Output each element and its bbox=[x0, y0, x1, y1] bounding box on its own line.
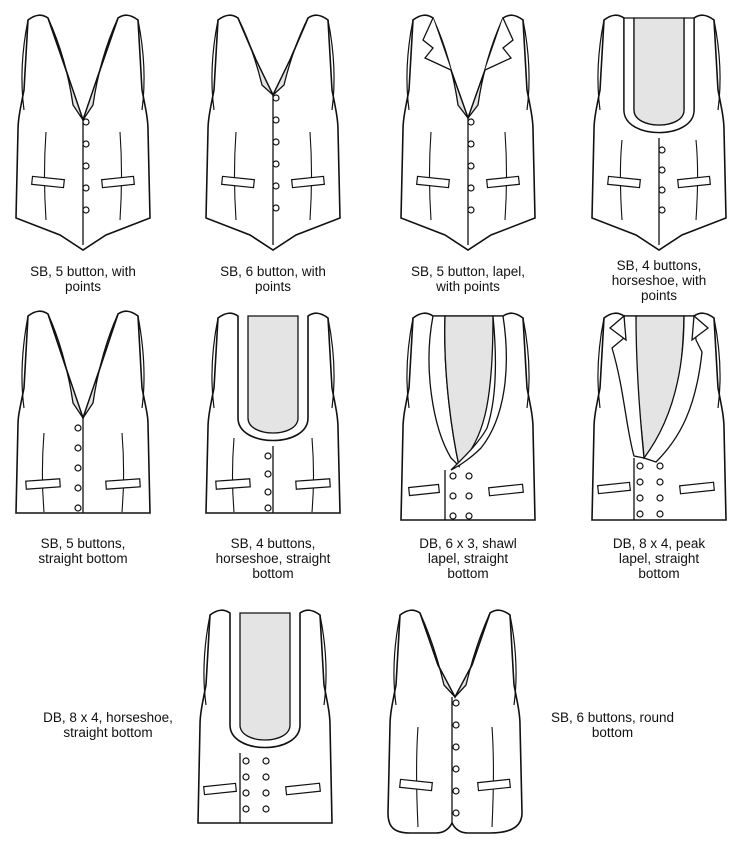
caption-v9: DB, 8 x 4, horseshoe, straight bottom bbox=[43, 710, 173, 740]
vest-drawing bbox=[197, 609, 333, 824]
vest-sb-4-buttons-horseshoe-straight bbox=[198, 308, 348, 538]
caption-v3: SB, 5 button, lapel, with points bbox=[410, 264, 526, 294]
caption-v4: SB, 4 buttons, horseshoe, with points bbox=[611, 258, 707, 303]
vest-sb-5-buttons-straight bbox=[8, 308, 158, 538]
vest-drawing bbox=[15, 310, 151, 514]
vest-sb-5-button-lapel-points bbox=[393, 10, 543, 255]
vest-drawing bbox=[400, 312, 536, 521]
caption-v2: SB, 6 button, with points bbox=[220, 264, 326, 294]
caption-v1: SB, 5 button, with points bbox=[30, 264, 136, 294]
vest-sb-6-buttons-round bbox=[380, 605, 530, 845]
caption-v8: DB, 8 x 4, peak lapel, straight bottom bbox=[612, 536, 706, 581]
vest-drawing bbox=[591, 14, 727, 251]
vest-drawing bbox=[400, 14, 536, 251]
vest-db-8x4-peak-straight bbox=[584, 308, 734, 538]
vest-drawing bbox=[205, 14, 341, 251]
caption-v7: DB, 6 x 3, shawl lapel, straight bottom bbox=[419, 536, 517, 581]
caption-v10: SB, 6 buttons, round bottom bbox=[550, 710, 675, 740]
vest-drawing bbox=[15, 14, 151, 251]
vest-db-8x4-horseshoe-straight bbox=[190, 605, 340, 845]
caption-v5: SB, 5 buttons, straight bottom bbox=[38, 536, 128, 566]
vest-sb-4-buttons-horseshoe-points bbox=[584, 10, 734, 255]
vest-sb-6-button-points bbox=[198, 10, 348, 255]
caption-v6: SB, 4 buttons, horseshoe, straight botto… bbox=[215, 536, 331, 581]
vest-drawing bbox=[205, 312, 341, 514]
vest-drawing bbox=[387, 609, 523, 834]
vest-db-6x3-shawl-straight bbox=[393, 308, 543, 538]
vest-sb-5-button-points bbox=[8, 10, 158, 255]
vest-drawing bbox=[591, 312, 727, 521]
